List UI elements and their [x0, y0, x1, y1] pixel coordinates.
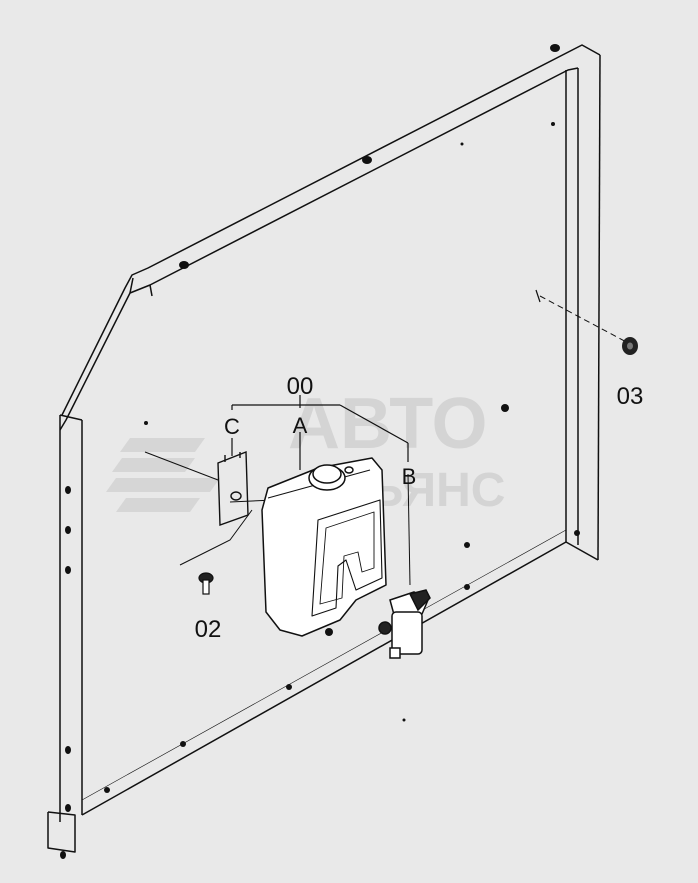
cab-frame-panel	[47, 44, 601, 853]
washer-tank-part	[261, 457, 387, 637]
callout-a: A	[293, 413, 308, 438]
watermark-line1: АВТО	[288, 384, 487, 464]
washer-pump-part	[378, 473, 431, 659]
callout-c: C	[224, 414, 240, 439]
callout-02: 02	[195, 616, 222, 643]
grommet-part	[535, 289, 638, 355]
mounting-holes	[60, 44, 580, 859]
watermark-logo-icon	[106, 438, 220, 512]
assembly-leader-lines	[231, 395, 409, 470]
callout-b: B	[402, 464, 417, 489]
callout-03: 03	[617, 383, 644, 410]
bolt-part	[179, 509, 253, 595]
callout-00: 00	[287, 373, 314, 400]
